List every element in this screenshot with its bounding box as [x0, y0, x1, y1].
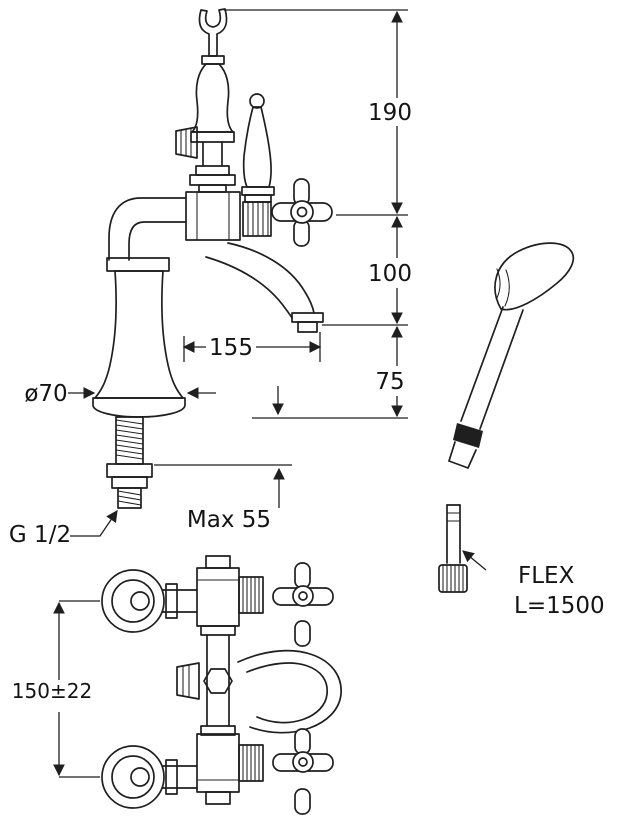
dim-label-max55: Max 55 — [187, 507, 271, 533]
center-column — [176, 625, 342, 736]
hand-shower-head — [494, 242, 575, 311]
hose-connector — [438, 504, 468, 593]
dimension-g12: G 1/2 — [9, 510, 118, 548]
supply-pipe-elbow — [108, 197, 187, 261]
dimension-dia70: ø70 — [24, 381, 216, 407]
dimension-190: 190 — [368, 10, 412, 215]
column-base — [92, 257, 186, 418]
valve-bottom — [196, 728, 334, 815]
dimension-150: 150±22 — [12, 600, 100, 778]
thread-label-g12: G 1/2 — [9, 522, 71, 548]
flex-callout: FLEX L=1500 — [462, 550, 605, 619]
diverter-knob — [175, 126, 198, 159]
dimension-lines: 190 100 75 155 ø70 — [9, 9, 412, 548]
dim-label-150: 150±22 — [12, 679, 92, 703]
flex-label: FLEX — [518, 563, 575, 589]
wall-flange-top — [101, 569, 198, 633]
dim-label-100: 100 — [368, 261, 412, 287]
mixer-body — [185, 191, 241, 241]
wall-mixer-drawing: 150±22 — [12, 555, 342, 815]
flex-length-label: L=1500 — [514, 593, 605, 619]
dimension-max55: Max 55 — [154, 464, 292, 533]
dim-label-75: 75 — [375, 369, 404, 395]
dimension-155: 155 — [182, 332, 322, 362]
shower-cradle-fork — [198, 8, 228, 65]
dimension-75: 75 — [272, 325, 405, 418]
spout — [205, 242, 324, 333]
threaded-tailpiece — [106, 416, 153, 509]
hand-shower-drawing: FLEX L=1500 — [438, 242, 605, 619]
dimension-100: 100 — [368, 215, 412, 325]
dim-label-dia70: ø70 — [24, 381, 67, 407]
hand-shower-handle — [448, 306, 524, 469]
valve-top — [196, 555, 334, 647]
dim-label-155: 155 — [209, 335, 253, 361]
deck-mixer-drawing — [92, 8, 333, 509]
dim-label-190: 190 — [368, 100, 412, 126]
wall-flange-bottom — [101, 745, 198, 809]
porcelain-lever-handle — [241, 93, 275, 237]
cross-handle — [271, 178, 333, 247]
